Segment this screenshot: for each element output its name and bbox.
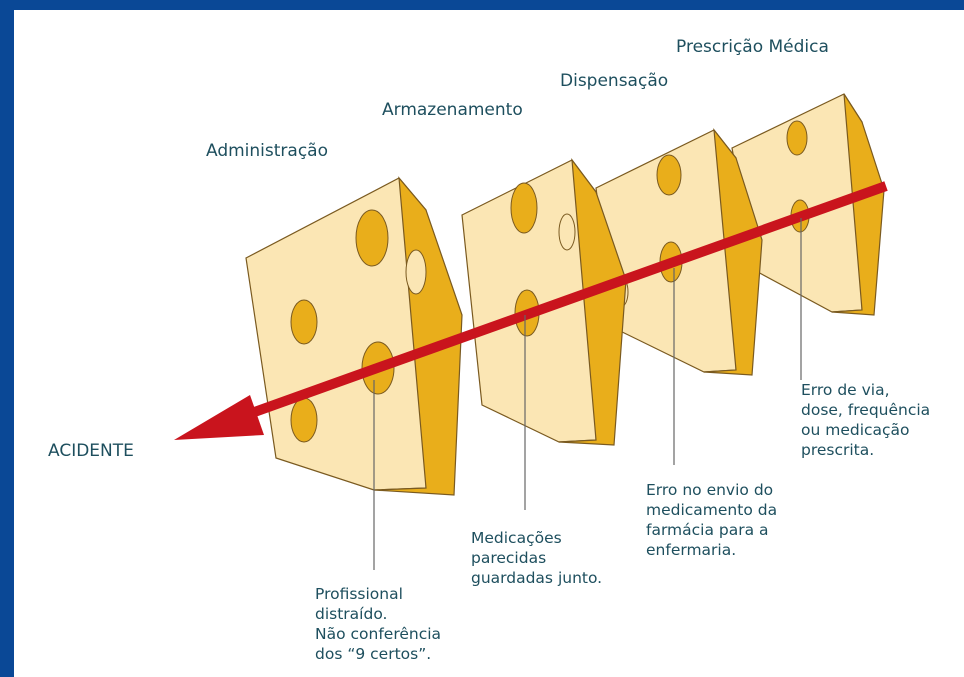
leader-lines — [373, 218, 802, 570]
note-armazenamento: Medicações parecidas guardadas junto. — [471, 529, 603, 587]
note-dispensacao: Erro no envio do medicamento da farmácia… — [646, 481, 778, 559]
layer-title-armazenamento: Armazenamento — [382, 100, 523, 120]
note-prescricao: Erro de via, dose, frequência ou medicaç… — [801, 381, 931, 459]
note-administracao: Profissional distraído. Não conferência … — [315, 585, 442, 663]
layer-title-prescricao: Prescrição Médica — [676, 37, 829, 57]
diagram-frame: Prescrição Médica Dispensação Armazename… — [14, 10, 964, 677]
layer-title-administracao: Administração — [206, 141, 328, 161]
cheese-slice-armazenamento — [461, 157, 627, 446]
cheese-slice-prescricao — [731, 93, 885, 316]
accident-trajectory-arrow — [174, 181, 888, 440]
swiss-cheese-diagram — [174, 93, 888, 570]
outcome-label: ACIDENTE — [48, 441, 134, 461]
cheese-slice-administracao — [245, 176, 463, 496]
cheese-slice-dispensacao — [595, 128, 763, 376]
layer-title-dispensacao: Dispensação — [560, 71, 669, 91]
